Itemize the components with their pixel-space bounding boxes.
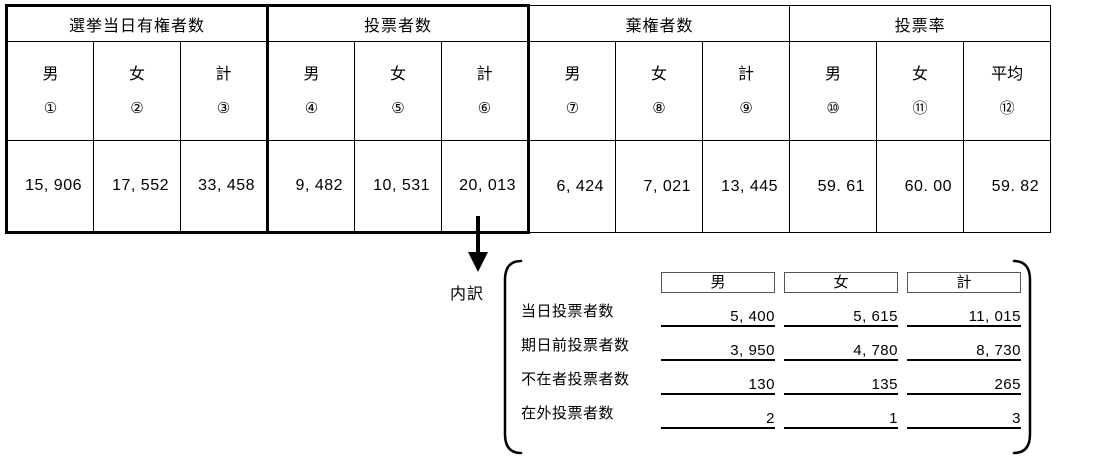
sub-header-col-9: 計 ⑨: [702, 41, 791, 141]
sub-header-number-12: ⑫: [999, 99, 1015, 117]
value-cell-9: 13, 445: [702, 140, 791, 233]
sub-header-label-12: 平均: [991, 65, 1024, 83]
sub-header-col-2: 女 ②: [93, 41, 181, 141]
value-cell-5: 10, 531: [354, 140, 443, 234]
group-header-eligible-voters: 選挙当日有権者数: [4, 4, 269, 42]
value-cell-3: 33, 458: [179, 140, 269, 234]
breakdown-gap-4: [898, 293, 907, 327]
sub-header-label-3: 計: [215, 65, 232, 83]
value-cell-8: 7, 021: [615, 140, 704, 233]
breakdown-value-2-total: 8, 730: [907, 327, 1021, 361]
sub-header-number-4: ④: [304, 99, 319, 117]
sub-header-number-5: ⑤: [391, 99, 405, 117]
group-header-row: 選挙当日有権者数 投票者数 棄権者数 投票率: [4, 4, 1052, 42]
sub-header-label-2: 女: [128, 65, 145, 83]
sub-header-label-11: 女: [912, 65, 929, 83]
sub-header-label-7: 男: [564, 65, 581, 83]
breakdown-row-label-2: 期日前投票者数: [521, 336, 630, 354]
sub-header-row: 男 ① 女 ② 計 ③: [5, 41, 1052, 141]
sub-header-number-9: ⑨: [739, 99, 753, 117]
breakdown-section: 内訳 男 女 計: [447, 258, 1095, 456]
breakdown-value-1-total: 11, 015: [907, 293, 1021, 327]
sub-header-number-8: ⑧: [652, 99, 666, 117]
sub-header-number-6: ⑥: [477, 99, 492, 117]
sub-header-number-1: ①: [43, 99, 58, 117]
sub-header-label-1: 男: [42, 65, 59, 83]
value-cell-7: 6, 424: [528, 140, 617, 233]
sub-header-col-7: 男 ⑦: [528, 41, 617, 141]
table-row: 期日前投票者数 3, 950 4, 780 8, 730: [521, 327, 1021, 361]
right-bracket-icon: [1012, 258, 1038, 456]
breakdown-gap-9: [775, 395, 784, 429]
breakdown-row-label-3: 不在者投票者数: [521, 370, 630, 388]
sub-header-col-8: 女 ⑧: [615, 41, 704, 141]
sub-header-number-7: ⑦: [565, 99, 580, 117]
breakdown-value-1-female: 5, 615: [784, 293, 898, 327]
breakdown-value-4-male: 2: [661, 395, 775, 429]
breakdown-value-3-total: 265: [907, 361, 1021, 395]
sub-header-label-5: 女: [390, 65, 407, 83]
sub-header-label-4: 男: [303, 65, 320, 83]
sub-header-number-2: ②: [130, 99, 144, 117]
sub-header-col-11: 女 ⑪: [876, 41, 965, 141]
breakdown-table: 男 女 計 当日投票者数 5, 400 5, 615 11, 015 期日前投票…: [521, 272, 1021, 429]
sub-header-col-1: 男 ①: [5, 41, 94, 141]
breakdown-gap-5: [775, 327, 784, 361]
breakdown-gap-10: [898, 395, 907, 429]
sub-header-number-11: ⑪: [912, 99, 928, 117]
breakdown-label: 内訳: [450, 286, 485, 303]
group-header-voters: 投票者数: [266, 4, 531, 42]
value-cell-1: 15, 906: [5, 140, 94, 234]
sub-header-label-10: 男: [825, 65, 842, 83]
breakdown-gap-7: [775, 361, 784, 395]
breakdown-value-4-total: 3: [907, 395, 1021, 429]
sub-header-label-9: 計: [738, 65, 755, 83]
value-cell-2: 17, 552: [93, 140, 181, 234]
left-bracket-icon: [497, 258, 523, 456]
value-cell-12: 59. 82: [963, 140, 1052, 233]
value-cell-11: 60. 00: [876, 140, 965, 233]
group-header-abstentions: 棄権者数: [528, 5, 791, 42]
breakdown-value-3-female: 135: [784, 361, 898, 395]
breakdown-value-3-male: 130: [661, 361, 775, 395]
breakdown-gap-2: [898, 272, 907, 293]
table-row: 15, 906 17, 552 33, 458 9, 482 10, 531 2…: [5, 140, 1052, 234]
table-row: 当日投票者数 5, 400 5, 615 11, 015: [521, 293, 1021, 327]
sub-header-number-3: ③: [216, 99, 231, 117]
breakdown-row-label-1: 当日投票者数: [521, 302, 615, 320]
breakdown-header-blank: [521, 272, 661, 293]
down-arrow-icon: [455, 216, 501, 274]
election-statistics-table: 選挙当日有権者数 投票者数 棄権者数 投票率 男 ① 女 ②: [4, 4, 1052, 234]
sub-header-label-8: 女: [651, 65, 668, 83]
breakdown-value-2-female: 4, 780: [784, 327, 898, 361]
table-row: 在外投票者数 2 1 3: [521, 395, 1021, 429]
group-header-turnout-rate: 投票率: [789, 5, 1052, 42]
value-cell-6: 20, 013: [441, 140, 531, 234]
breakdown-gap-1: [775, 272, 784, 293]
sub-header-number-10: ⑩: [826, 99, 840, 117]
value-cell-4: 9, 482: [266, 140, 356, 234]
sub-header-col-10: 男 ⑩: [789, 41, 878, 141]
breakdown-gap-3: [775, 293, 784, 327]
breakdown-header-total: 計: [907, 272, 1021, 293]
breakdown-header-male: 男: [661, 272, 775, 293]
breakdown-value-2-male: 3, 950: [661, 327, 775, 361]
breakdown-gap-6: [898, 327, 907, 361]
sub-header-col-5: 女 ⑤: [354, 41, 443, 141]
sub-header-col-4: 男 ④: [266, 41, 356, 141]
table-row: 不在者投票者数 130 135 265: [521, 361, 1021, 395]
breakdown-gap-8: [898, 361, 907, 395]
sub-header-col-6: 計 ⑥: [441, 41, 531, 141]
value-cell-10: 59. 61: [789, 140, 878, 233]
breakdown-row-label-4: 在外投票者数: [521, 404, 615, 422]
breakdown-header-female: 女: [784, 272, 898, 293]
sub-header-col-3: 計 ③: [179, 41, 269, 141]
sub-header-col-12: 平均 ⑫: [963, 41, 1052, 141]
breakdown-value-1-male: 5, 400: [661, 293, 775, 327]
stats-table: 選挙当日有権者数 投票者数 棄権者数 投票率 男 ① 女 ②: [4, 4, 1052, 234]
breakdown-header-row: 男 女 計: [521, 272, 1021, 293]
breakdown-value-4-female: 1: [784, 395, 898, 429]
sub-header-label-6: 計: [476, 65, 493, 83]
